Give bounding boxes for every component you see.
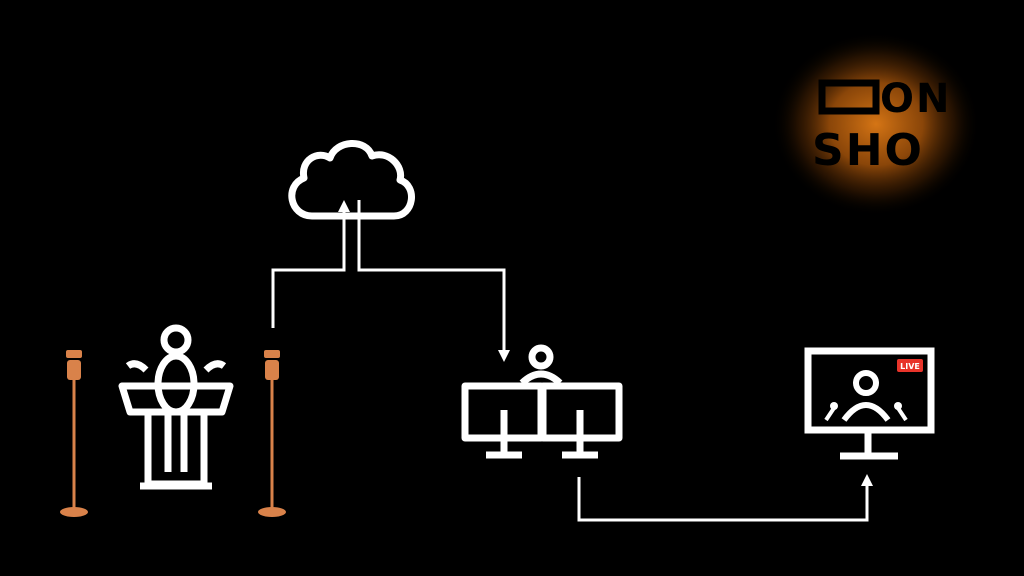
arrow-podium-to-cloud (271, 200, 350, 328)
logo-line1: ON (880, 76, 951, 122)
arrow-cloud-to-encoder (357, 200, 510, 362)
onsho-logo: ON SHO (772, 32, 980, 216)
cloud-icon (288, 140, 415, 220)
logo-line2: SHO (812, 125, 924, 176)
microphone-stand-icon (258, 350, 286, 517)
dual-monitor-encoder-icon (461, 344, 623, 459)
microphone-stand-icon (60, 350, 88, 517)
live-badge-label: LIVE (900, 362, 920, 371)
podium-speaker-icon (118, 324, 234, 490)
live-stream-monitor-icon: LIVE (804, 347, 935, 460)
arrow-encoder-to-monitor (577, 474, 873, 522)
live-badge (897, 359, 923, 372)
